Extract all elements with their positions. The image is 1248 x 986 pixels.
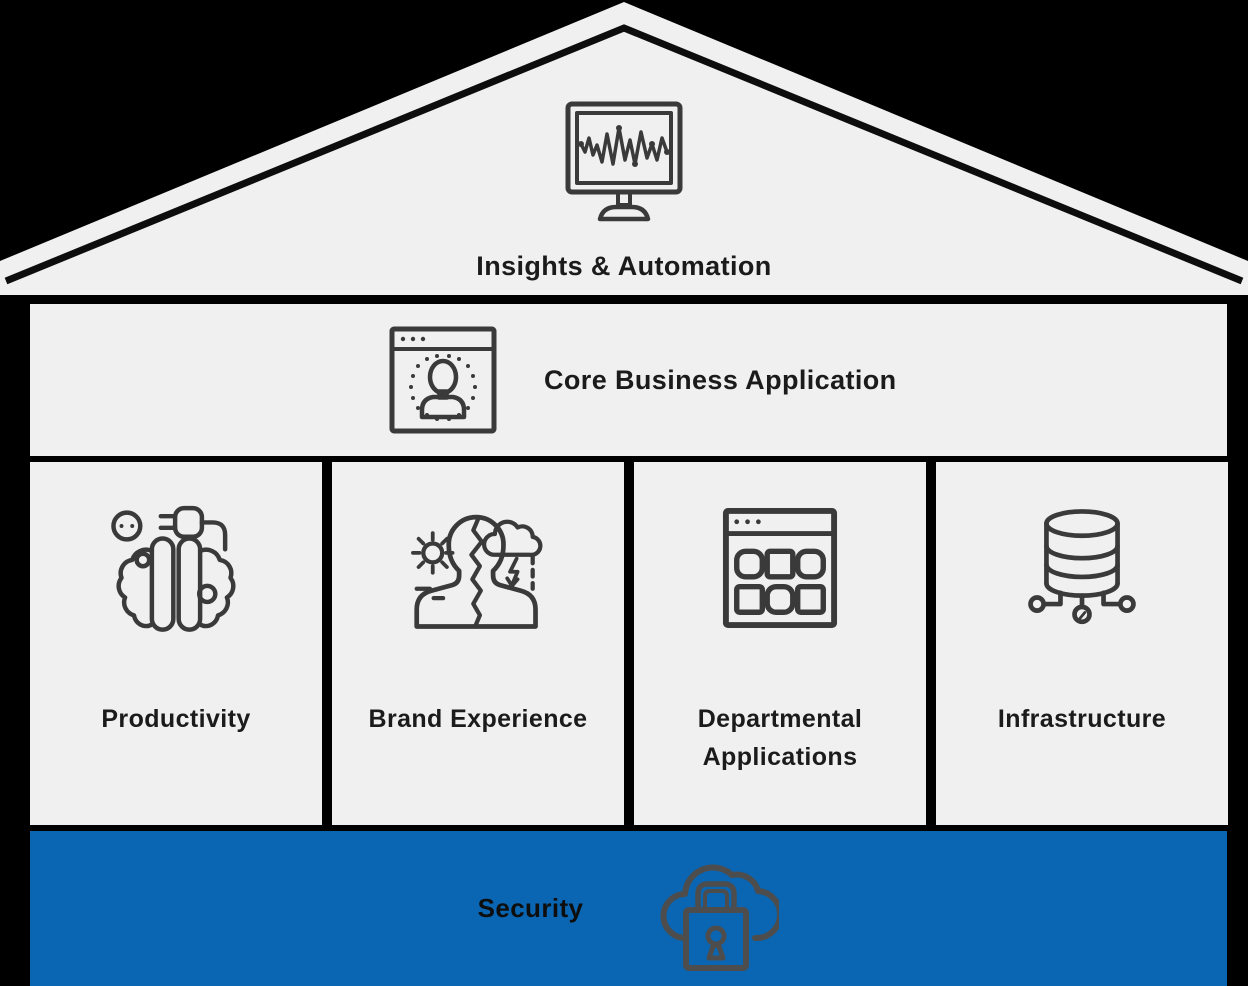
head-weather-icon: [411, 514, 543, 629]
browser-user-icon: [389, 326, 497, 434]
database-icon: [1028, 508, 1136, 624]
security-bar: Security: [30, 831, 1227, 986]
security-label: Security: [477, 893, 584, 923]
roof-label: Insights & Automation: [476, 251, 772, 281]
column-productivity: Productivity: [30, 462, 322, 825]
column-infrastructure: Infrastructure: [936, 462, 1228, 825]
brain-plug-icon: [111, 505, 236, 632]
column-label-productivity: Productivity: [101, 705, 251, 733]
monitor-waveform-icon: [565, 101, 683, 222]
column-label-infrastructure: Infrastructure: [997, 705, 1167, 733]
app-grid-icon: [722, 508, 838, 628]
column-label-brand-experience: Brand Experience: [368, 705, 588, 733]
core-band-label: Core Business Application: [544, 364, 897, 395]
column-brand-experience: Brand Experience: [332, 462, 624, 825]
cloud-lock-icon: [660, 864, 780, 971]
column-label-departmental-applications: Departmental Applications: [697, 705, 863, 771]
column-departmental-applications: Departmental Applications: [634, 462, 926, 825]
core-business-band: Core Business Application: [30, 304, 1227, 456]
